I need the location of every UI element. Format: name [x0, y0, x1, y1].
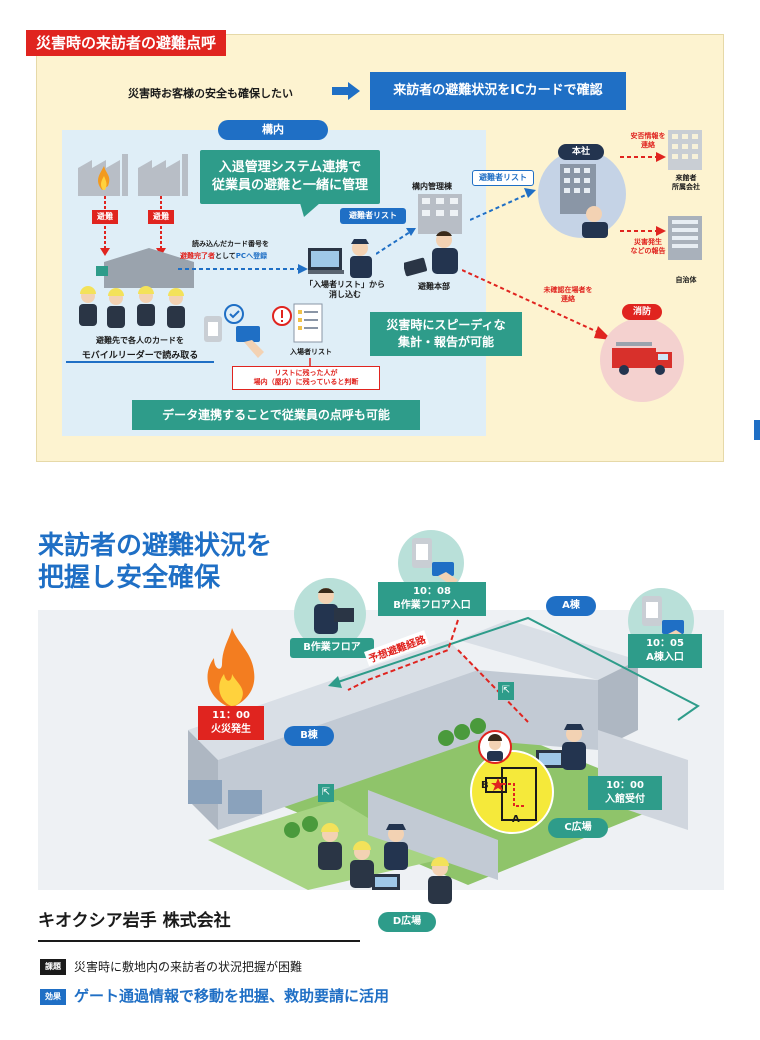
remain-note: リストに残った人が 場内（屋内）に残っていると判断 — [232, 366, 380, 390]
dashed-arrow-hq-2 — [620, 226, 666, 236]
hq-building-icon — [560, 164, 608, 238]
fire-truck-icon — [612, 342, 672, 375]
headline: 来訪者の避難状況を 把握し安全確保 — [38, 531, 273, 593]
dashed-arrow-to-pc — [178, 264, 308, 274]
card-tap-icon-1005 — [642, 596, 688, 644]
evac-hq-operator-icon — [404, 231, 458, 277]
fire-icon — [207, 628, 255, 708]
callout-tail — [300, 203, 320, 217]
exit-sign-icon: ⇱ — [498, 682, 514, 700]
issue-tag: 課題 — [40, 959, 66, 975]
hq-arrow2-label: 災害発生 などの報告 — [630, 238, 666, 255]
dashed-arrow-to-hq — [470, 188, 536, 221]
company-underline — [38, 940, 360, 942]
mobile-reader-line2: モバイルリーダーで読み取る — [66, 348, 214, 363]
top-title: 災害時の来訪者の避難点呼 — [26, 30, 227, 56]
arrow-right-icon — [332, 82, 360, 100]
admin-building-icon — [418, 194, 462, 234]
evac-hq-label: 避難本部 — [418, 282, 450, 291]
unconfirmed-label: 未確認在場者を 連絡 — [543, 286, 593, 303]
hq-label: 本社 — [558, 144, 604, 160]
reception-guard-icon — [562, 724, 586, 770]
exit-sign-icon-2: ⇱ — [318, 784, 334, 802]
visitor-company-label: 来館者 所属会社 — [672, 174, 700, 191]
admin-building-label: 構内管理棟 — [412, 182, 452, 191]
time-1005-box: 10：05 A棟入口 — [628, 634, 702, 668]
evacuee-list-tag-2: 避難者リスト — [472, 170, 534, 186]
effect-tag: 効果 — [40, 989, 66, 1005]
municipality-building-icon — [668, 216, 702, 260]
b-floor-worker-icon — [314, 588, 354, 634]
integration-callout: 入退管理システム連携で 従業員の避難と一緒に管理 — [200, 150, 380, 204]
entry-list-erase: 「入場者リスト」から 消し込む — [305, 280, 385, 299]
evacuee-list-tag-1: 避難者リスト — [340, 208, 406, 224]
time-1000-box: 10：00 入館受付 — [588, 776, 662, 810]
effect-text: ゲート通過情報で移動を把握、救助要請に活用 — [74, 987, 390, 1005]
card-tap-icon-1008 — [412, 538, 458, 586]
plaza-d-label: D広場 — [378, 912, 436, 932]
premises-label: 構内 — [218, 120, 328, 140]
edge-mark — [754, 420, 760, 440]
fire-dept-label: 消防 — [622, 304, 662, 320]
mobile-reader-line1: 避難先で各人のカードを — [96, 336, 184, 345]
visitor-company-building-icon — [668, 130, 702, 170]
workers-group-icon — [79, 286, 185, 328]
building-a-label: A棟 — [546, 596, 596, 616]
time-1008-box: 10：08 B作業フロア入口 — [378, 582, 486, 616]
fire-time-box: 11：00 火災発生 — [198, 706, 264, 740]
factory-icon — [78, 154, 188, 196]
entry-list-label: 入場者リスト — [290, 348, 332, 356]
plaza-c-label: C広場 — [548, 818, 608, 838]
pc-operator-icon — [308, 239, 372, 278]
data-link-box: データ連携することで従業員の点呼も可能 — [132, 400, 420, 430]
entry-list-icon — [272, 303, 323, 343]
b-floor-label: B作業フロア — [290, 638, 374, 658]
read-card-line2: 避難完了者としてPCへ登録 — [180, 252, 268, 260]
issue-text: 災害時に敷地内の来訪者の状況把握が困難 — [74, 960, 303, 974]
evacuated-people-icon — [318, 823, 452, 904]
map-a-label: A — [512, 814, 520, 825]
shelter-icon — [96, 248, 194, 288]
map-route-icon — [485, 767, 537, 821]
dashed-arrow-hq-1 — [620, 152, 666, 162]
wish-text: 災害時お客様の安全も確保したい — [128, 87, 293, 100]
dashed-arrow-to-admin — [376, 228, 416, 255]
card-reader-icon — [204, 304, 264, 358]
solution-box: 来訪者の避難状況をICカードで確認 — [370, 72, 626, 110]
evac-arrows — [100, 196, 166, 256]
visitor-avatar — [478, 730, 512, 764]
company-name: キオクシア岩手 株式会社 — [38, 911, 231, 931]
speedy-report-box: 災害時にスピーディな 集計・報告が可能 — [370, 312, 522, 356]
map-b-label: B — [481, 780, 489, 791]
municipality-label: 自治体 — [675, 276, 697, 284]
read-card-line1: 読み込んだカード番号を — [192, 240, 269, 248]
hq-arrow1-label: 安否情報を 連絡 — [630, 132, 666, 149]
building-b-label: B棟 — [284, 726, 334, 746]
